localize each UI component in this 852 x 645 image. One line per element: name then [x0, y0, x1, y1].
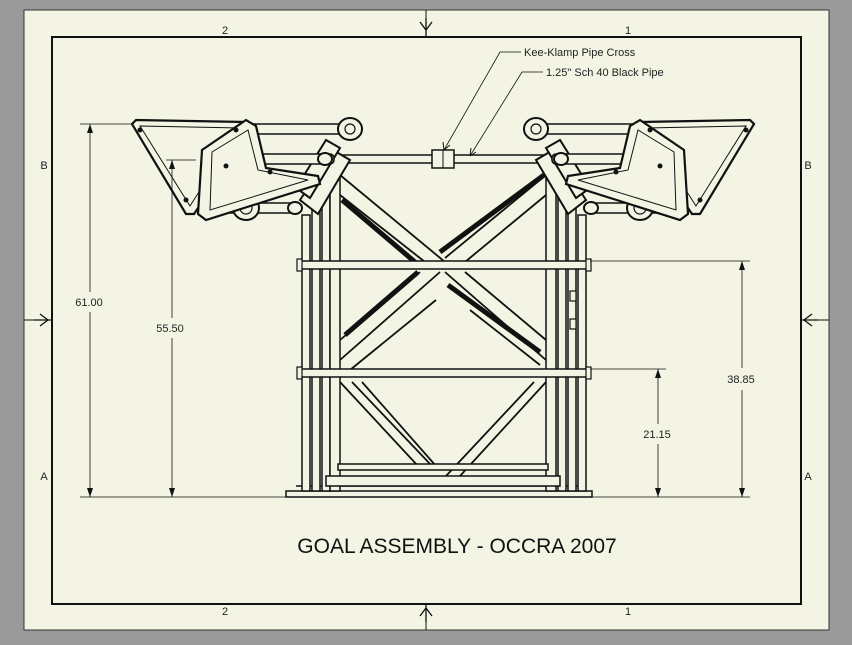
post-studs [296, 258, 592, 380]
zone-label-top-left: 2 [222, 25, 228, 37]
zone-label-left-lower: A [40, 471, 48, 483]
dimension-arrowheads [87, 124, 745, 497]
x-brace-lower [339, 381, 547, 477]
paper [23, 9, 830, 631]
zone-label-top-right: 1 [625, 25, 631, 37]
lower-frame [325, 463, 561, 487]
zone-label-left-upper: B [40, 160, 47, 172]
upper-rail [297, 260, 591, 270]
zone-label-bottom-right: 1 [625, 606, 631, 618]
zone-label-right-lower: A [804, 471, 812, 483]
vertical-posts [301, 169, 587, 492]
dimension-overall-height: 61.00 [75, 297, 103, 309]
dimension-lines [80, 123, 750, 498]
callout-leaders [442, 51, 543, 157]
goal-assembly [130, 117, 756, 498]
dimension-top-bar-height: 55.50 [156, 323, 184, 335]
dimension-lower-rail-height: 21.15 [643, 429, 671, 441]
left-arm-assembly [130, 117, 363, 222]
zone-label-right-upper: B [804, 160, 811, 172]
x-brace-middle [339, 270, 547, 371]
zone-label-bottom-left: 2 [222, 606, 228, 618]
callout-pipe-cross: Kee-Klamp Pipe Cross [524, 47, 636, 59]
x-brace-upper [339, 172, 547, 264]
centering-marks [34, 18, 818, 622]
base-plate [285, 490, 593, 498]
right-arm-assembly [523, 117, 756, 222]
lower-rail [297, 368, 591, 378]
callout-black-pipe: 1.25" Sch 40 Black Pipe [546, 67, 664, 79]
drawing-title: GOAL ASSEMBLY - OCCRA 2007 [297, 535, 616, 558]
dimension-upper-rail-height: 38.85 [727, 374, 755, 386]
